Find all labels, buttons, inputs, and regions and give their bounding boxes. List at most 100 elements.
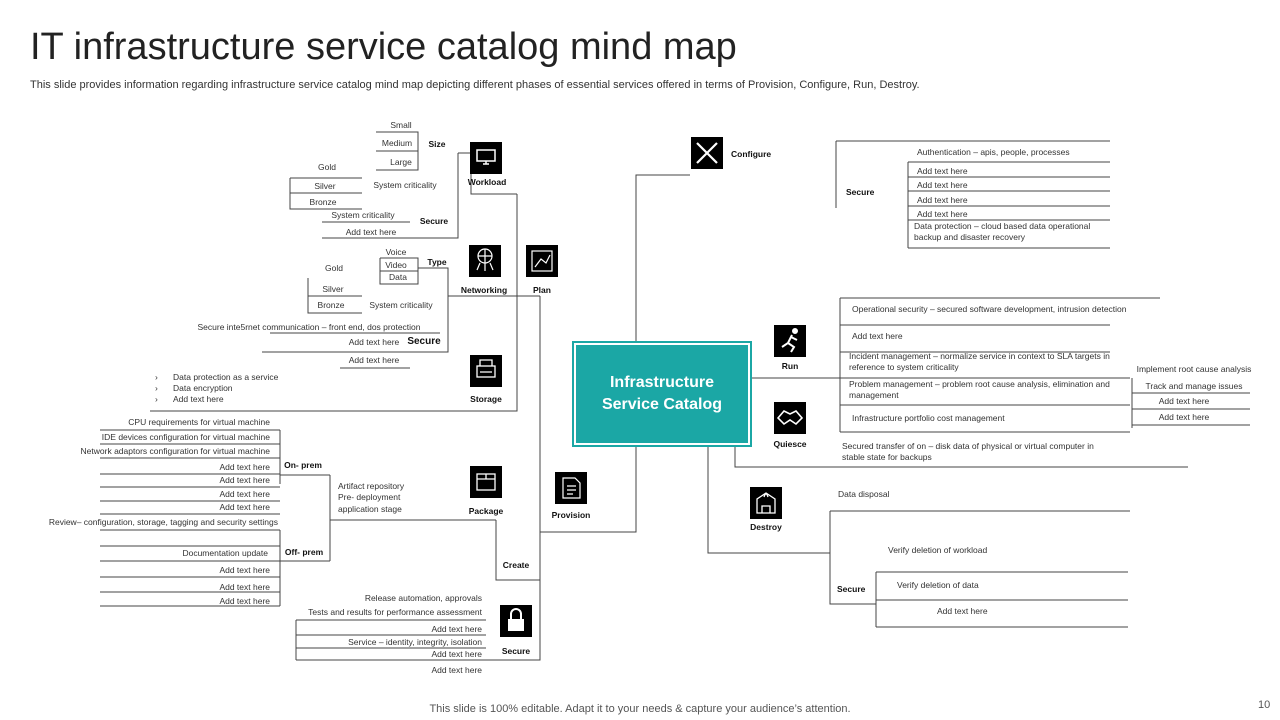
workload-tier-caption: System criticality [373,180,437,190]
configure-secure-item: Add text here [917,195,968,205]
off-prem-item: Add text here [219,582,270,592]
run-item: Incident management – normalize service … [849,351,1110,372]
storage-bullet-marker: › [155,383,158,393]
padlock-icon [508,608,524,631]
storage-bullet: Add text here [173,394,224,404]
create-secure-item: Add text here [431,624,482,634]
package-box-icon [476,473,496,491]
printer-storage-icon [476,359,496,378]
destroy-secure-item: Add text here [937,606,988,616]
storage-icon-block [470,355,502,387]
quiesce-label: Quiesce [773,439,806,449]
storage-bullet-marker: › [155,394,158,404]
problem-sub-item: Implement root cause analysis [1137,364,1252,374]
footer-note: This slide is 100% editable. Adapt it to… [429,703,851,715]
quiesce-text: Secured transfer of on – disk data of ph… [842,441,1094,462]
type-label: Type [427,257,446,267]
workload-icon-block [470,142,502,174]
network-tier-caption: System criticality [369,300,433,310]
network-add-text-1: Add text here [349,337,400,347]
configure-secure-label: Secure [846,187,875,197]
on-prem-item: Add text here [219,475,270,485]
page-title: IT infrastructure service catalog mind m… [30,26,737,68]
run-item: Add text here [852,331,903,341]
type-voice: Voice [386,247,407,257]
workload-tier-bronze: Bronze [310,197,337,207]
connector-lines [100,131,1250,661]
verify-workload: Verify deletion of workload [888,545,987,555]
configure-secure-item: Add text here [917,180,968,190]
configure-label: Configure [731,149,771,159]
run-item: Operational security – secured software … [852,304,1127,314]
artifact-line: application stage [338,504,402,514]
blueprint-icon [531,250,553,272]
workload-add-text: Add text here [346,227,397,237]
off-prem-item: Add text here [219,565,270,575]
page-number: 10 [1258,699,1271,711]
provision-label: Provision [552,510,591,520]
quiesce-icon-block [774,402,806,434]
size-small: Small [390,120,411,130]
document-icon [562,477,581,499]
handshake-icon [776,410,804,426]
network-tier-gold: Gold [325,263,343,273]
package-icon-block [470,466,502,498]
network-add-text-2: Add text here [349,355,400,365]
center-node-label: Infrastructure Service Catalog [601,374,723,413]
workload-label: Workload [468,177,507,187]
off-prem-item: Documentation update [182,548,268,558]
problem-sub-item: Add text here [1159,396,1210,406]
network-secure-label: Secure [407,336,441,347]
destroy-label: Destroy [750,522,782,532]
workload-system-criticality: System criticality [331,210,395,220]
off-prem-item: Review– configuration, storage, tagging … [49,517,278,527]
destroy-icon-block [750,487,782,519]
type-video: Video [385,260,407,270]
networking-label: Networking [461,285,507,295]
run-item: Problem management – problem root cause … [849,379,1110,400]
problem-sub-item: Add text here [1159,412,1210,422]
storage-bullet: Data encryption [173,383,233,393]
plan-icon-block [526,245,558,277]
secure-internet-text: Secure inte5rnet communication – front e… [197,322,420,332]
artifact-line: Pre- deployment [338,492,401,502]
center-node: Infrastructure Service Catalog [572,341,752,447]
monitor-icon [476,149,496,165]
problem-sub-item: Track and manage issues [1145,381,1242,391]
networking-icon-block [469,245,501,277]
storage-bullet-marker: › [155,372,158,382]
run-item: Infrastructure portfolio cost management [852,413,1005,423]
burning-building-icon [756,492,776,514]
on-prem-item: IDE devices configuration for virtual ma… [102,432,270,442]
storage-bullet: Data protection as a service [173,372,279,382]
size-large: Large [390,157,412,167]
configure-secure-item: Add text here [917,166,968,176]
run-label: Run [782,361,799,371]
workload-tier-silver: Silver [314,181,335,191]
configure-data-protection: Data protection – cloud based data opera… [914,221,1090,242]
network-globe-icon [476,248,494,271]
type-data: Data [389,272,407,282]
off-prem-item: Add text here [219,596,270,606]
network-tier-silver: Silver [322,284,343,294]
page-subtitle: This slide provides information regardin… [30,79,920,91]
package-label: Package [469,506,504,516]
data-disposal: Data disposal [838,489,890,499]
on-prem-item: Add text here [219,489,270,499]
create-secure-label: Secure [502,646,531,656]
configure-secure-item: Add text here [917,209,968,219]
wrench-screwdriver-icon [696,142,718,164]
destroy-secure-item: Verify deletion of data [897,580,979,590]
plan-label: Plan [533,285,551,295]
create-secure-item: Service – identity, integrity, isolation [348,637,482,647]
workload-secure-label: Secure [420,216,449,226]
configure-icon-block [691,137,723,169]
on-prem-label: On- prem [284,460,322,470]
storage-label: Storage [470,394,502,404]
on-prem-item: Add text here [219,462,270,472]
create-secure-item: Tests and results for performance assess… [308,607,482,617]
configure-secure-item: Authentication – apis, people, processes [917,147,1070,157]
run-icon-block [774,325,806,357]
size-medium: Medium [382,138,412,148]
on-prem-item: Add text here [219,502,270,512]
